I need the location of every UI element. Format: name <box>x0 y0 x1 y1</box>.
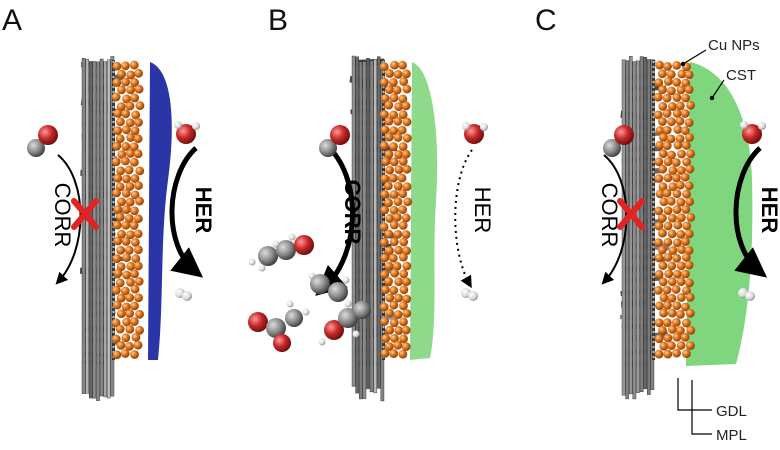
corr-arrow-b <box>315 143 355 296</box>
cst-leader-line <box>711 79 725 99</box>
hydroxide-molecule-icon-b <box>319 125 350 157</box>
electrolyte-layer-b <box>410 62 438 360</box>
cst-label: CST <box>726 67 756 84</box>
corr-label-a: CORR <box>50 183 75 248</box>
hydrogen-molecule-icon-c <box>738 288 755 301</box>
panel-label-c: C <box>535 4 557 37</box>
blocked-cross-icon-c <box>617 198 645 230</box>
product-molecule-ethylene-icon <box>308 272 352 308</box>
her-label-a: HER <box>191 187 216 234</box>
her-arrow-b <box>454 149 473 289</box>
cu-nps-leader-dot <box>680 61 686 67</box>
hydrogen-molecule-icon-a <box>175 288 192 301</box>
product-molecule-ethanol-icon <box>248 233 314 272</box>
copper-layer-c <box>653 60 696 359</box>
her-label-b: HER <box>470 187 495 233</box>
water-molecule-icon-b <box>462 122 488 144</box>
her-arrow-c <box>733 146 768 278</box>
panel-label-b: B <box>268 4 288 37</box>
gdl-label: GDL <box>716 403 747 420</box>
mpl-leader-line <box>691 380 712 435</box>
hydroxide-molecule-icon-c <box>603 125 634 157</box>
mpl-label: MPL <box>716 427 747 444</box>
product-molecule-ethanol2-icon <box>318 301 371 346</box>
product-molecule-acetate-icon <box>248 300 310 352</box>
gdl-leader-line <box>677 378 712 411</box>
electrolyte-layer-c <box>686 62 753 366</box>
cst-leader-dot <box>709 95 715 101</box>
panel-a: A CORR HER <box>2 4 216 401</box>
copper-layer-a <box>111 60 145 360</box>
panel-c: C CORR HER Cu NPs CS <box>535 4 780 444</box>
electrolyte-layer-a <box>148 62 172 360</box>
water-molecule-icon-a <box>174 121 200 144</box>
cu-nps-leader-line <box>682 49 707 65</box>
cu-nps-label: Cu NPs <box>708 37 760 54</box>
hydroxide-molecule-icon-a <box>27 125 58 157</box>
her-arrow-a <box>169 146 204 278</box>
panel-b: B CORR HER <box>248 4 495 402</box>
blocked-cross-icon-a <box>71 198 99 230</box>
corr-label-b: CORR <box>340 180 365 245</box>
copper-layer-b <box>379 60 413 359</box>
hydrogen-molecule-icon-b <box>461 288 478 301</box>
her-label-c: HER <box>757 187 780 234</box>
corr-label-c: CORR <box>597 183 622 248</box>
panel-label-a: A <box>2 4 22 37</box>
water-molecule-icon-c <box>740 121 766 144</box>
